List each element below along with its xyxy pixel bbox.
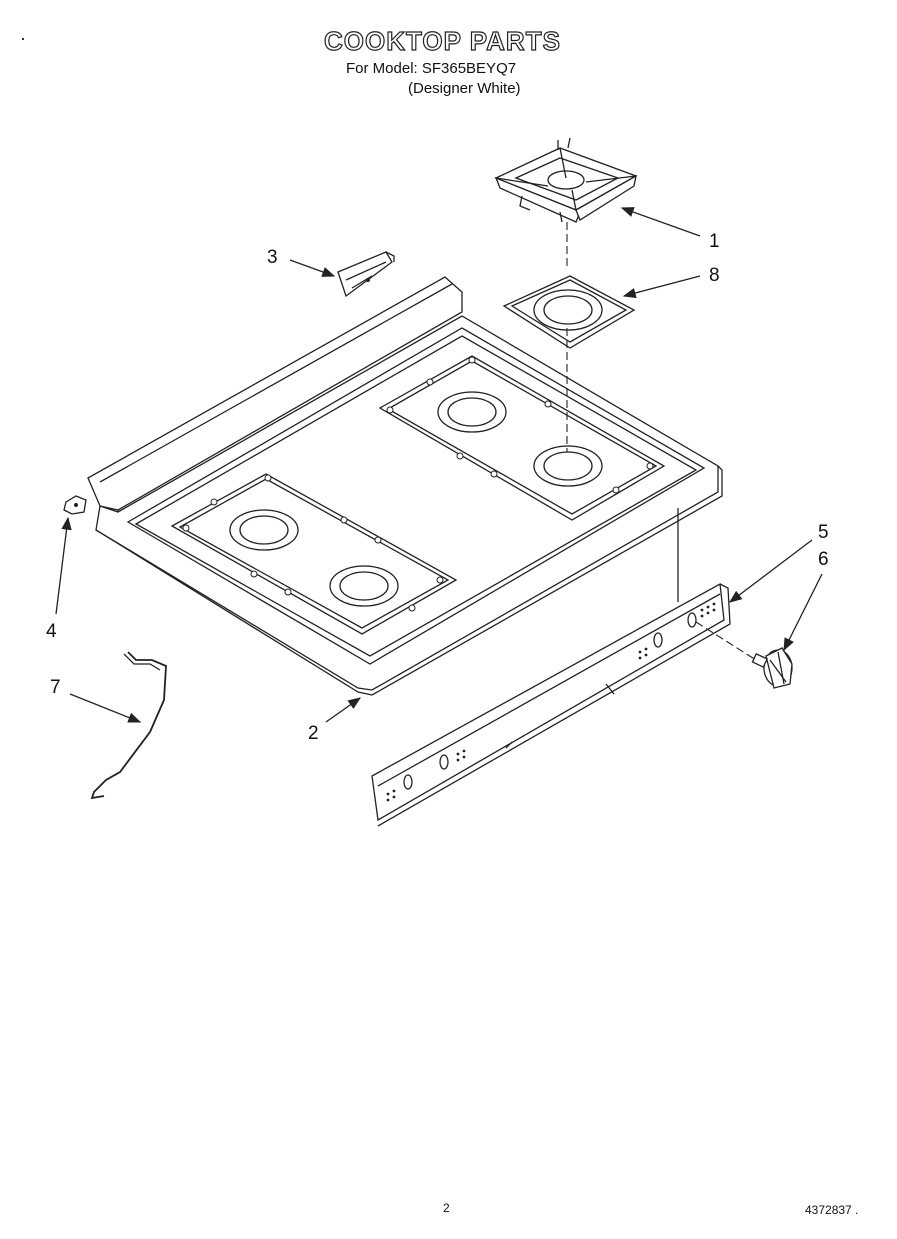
callout-5: 5 bbox=[818, 522, 829, 543]
callout-leaders bbox=[55, 207, 823, 723]
bracket bbox=[337, 251, 395, 298]
clip bbox=[63, 495, 87, 515]
cooktop-panel bbox=[87, 276, 723, 696]
callout-7: 7 bbox=[50, 677, 61, 698]
variant-subtitle: (Designer White) bbox=[408, 80, 521, 97]
burner-grate bbox=[494, 137, 638, 223]
callout-1: 1 bbox=[709, 231, 720, 252]
callout-6: 6 bbox=[818, 549, 829, 570]
model-subtitle: For Model: SF365BEYQ7 bbox=[346, 60, 517, 77]
callout-4: 4 bbox=[46, 621, 57, 642]
control-knob bbox=[751, 647, 793, 689]
wire-rod bbox=[90, 651, 167, 800]
page-number: 2 bbox=[443, 1201, 450, 1215]
callout-2: 2 bbox=[308, 723, 319, 744]
scan-speck bbox=[22, 38, 24, 40]
callout-8: 8 bbox=[709, 265, 720, 286]
manifold-panel bbox=[371, 508, 731, 827]
burner-bowl-ring bbox=[502, 275, 636, 349]
document-number: 4372837 . bbox=[805, 1203, 859, 1217]
callout-3: 3 bbox=[267, 247, 278, 268]
page-title: COOKTOP PARTS bbox=[323, 25, 561, 56]
